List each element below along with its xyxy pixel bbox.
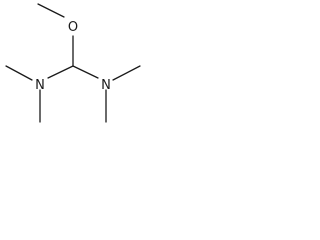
bond-central-carbon-left-nitrogen — [47, 65, 74, 79]
atom-labels: O N N — [35, 20, 111, 93]
right-nitrogen-atom-label: N — [101, 78, 111, 93]
oxygen-atom-label: O — [68, 20, 78, 35]
structural-formula: O N N — [5, 3, 141, 123]
bond-methyl-oxygen — [37, 3, 65, 18]
bonds — [5, 3, 141, 123]
bond-central-carbon-right-nitrogen — [72, 65, 99, 79]
left-nitrogen-atom-label: N — [35, 78, 45, 93]
bond-right-nitrogen-methyl-outer — [112, 65, 141, 81]
bond-left-nitrogen-methyl-outer — [5, 65, 33, 81]
